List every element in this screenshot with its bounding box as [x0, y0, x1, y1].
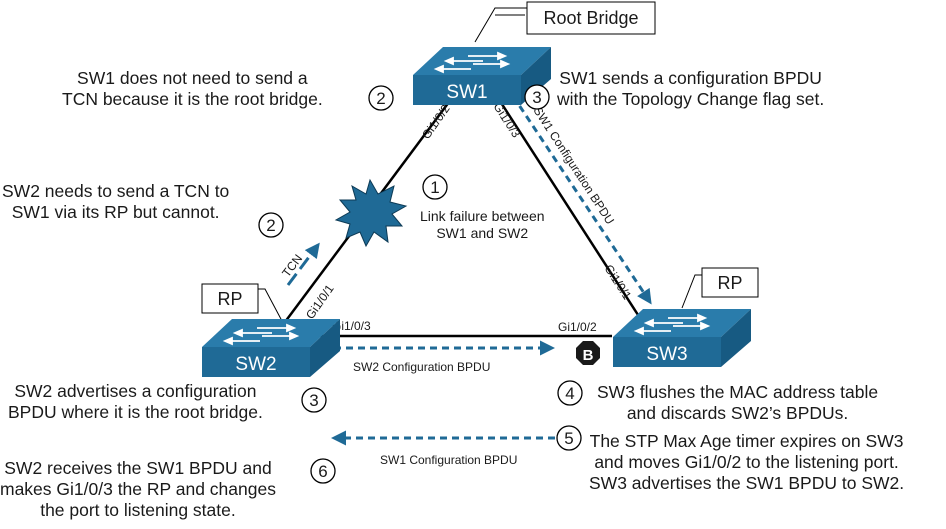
svg-text:2: 2 [376, 89, 385, 108]
port-sw3-gi102: Gi1/0/2 [558, 320, 597, 334]
blocked-badge-label: B [583, 347, 594, 364]
blocked-octagon-icon [576, 341, 600, 365]
step-1-line-1: Link failure between [420, 208, 545, 224]
switch-side [310, 319, 340, 377]
sw1-bpdu-relay-label: SW1 Configuration BPDU [380, 453, 517, 467]
sw3-rp-callout [701, 267, 759, 298]
step-3b-text: SW2 advertises a configuration BPDU wher… [8, 381, 263, 423]
switch-sw1[interactable]: SW1 [413, 47, 551, 105]
blocked-port-badge: B [576, 341, 600, 365]
sw2-rp-callout [201, 283, 259, 314]
sw3-rp-callout-line [681, 274, 702, 309]
step-4-line-2: and discards SW2’s BPDUs. [626, 403, 849, 423]
svg-text:4: 4 [565, 384, 574, 403]
step-3b-line-2: BPDU where it is the root bridge. [8, 402, 263, 422]
sw1-bpdu-arrow [511, 95, 652, 305]
svg-text:1: 1 [430, 178, 439, 197]
step-2a-line-2: TCN because it is the root bridge. [62, 89, 323, 109]
step-badge-6: 6 [310, 458, 336, 484]
svg-text:3: 3 [532, 88, 541, 107]
step-3a-text: SW1 sends a configuration BPDU with the … [557, 68, 824, 110]
step-badge-1: 1 [422, 174, 448, 200]
step-2b-line-2: SW1 via its RP but cannot. [11, 202, 220, 222]
step-6-line-3: the port to listening state. [40, 500, 236, 520]
link-failure-icon [334, 178, 408, 248]
root-bridge-callout [526, 1, 656, 35]
switch-sw3[interactable]: SW3 [613, 309, 751, 367]
step-2a-text: SW1 does not need to send a TCN because … [62, 68, 323, 110]
step-1-line-2: SW1 and SW2 [436, 225, 529, 241]
step-6-line-1: SW2 receives the SW1 BPDU and [4, 458, 272, 478]
step-6-text: SW2 receives the SW1 BPDU and makes Gi1/… [0, 458, 276, 521]
link-sw1-sw3 [496, 97, 642, 319]
switch-sw2[interactable]: SW2 [202, 319, 340, 377]
switch-arrows-icon [633, 313, 711, 336]
sw2-bpdu-label: SW2 Configuration BPDU [353, 360, 490, 374]
switch-label: SW1 [446, 82, 487, 103]
port-sw2-gi101: Gi1/0/1 [303, 282, 337, 322]
sw2-rp-label: RP [217, 289, 242, 309]
step-3b-line-1: SW2 advertises a configuration [14, 381, 257, 401]
step-badge-5: 5 [556, 425, 582, 451]
port-sw2-gi103: Gi1/0/3 [332, 319, 371, 333]
step-6-line-2: makes Gi1/0/3 the RP and changes [0, 479, 276, 499]
step-badge-3a: 3 [524, 84, 550, 110]
step-2a-line-1: SW1 does not need to send a [77, 68, 308, 88]
step-5-line-3: SW3 advertises the SW1 BPDU to SW2. [589, 473, 905, 493]
step-4-line-1: SW3 flushes the MAC address table [597, 382, 879, 402]
step-badge-4: 4 [557, 380, 583, 406]
svg-text:6: 6 [318, 462, 327, 481]
switch-side [721, 309, 751, 367]
sw2-rp-callout-line [258, 288, 283, 322]
switch-arrows-icon [222, 323, 300, 346]
port-sw1-gi102: Gi1/0/2 [419, 102, 453, 142]
switch-label: SW2 [235, 354, 276, 375]
root-bridge-callout-line [474, 7, 527, 43]
switch-label: SW3 [646, 344, 687, 365]
svg-text:2: 2 [266, 216, 275, 235]
step-5-text: The STP Max Age timer expires on SW3 and… [589, 431, 904, 494]
step-5-line-1: The STP Max Age timer expires on SW3 [589, 431, 904, 451]
port-sw3-gi101: Gi1/0/1 [601, 262, 634, 302]
switch-front [613, 337, 721, 367]
port-sw1-gi103: Gi1/0/3 [490, 100, 523, 140]
switch-front [202, 347, 310, 377]
step-4-text: SW3 flushes the MAC address table and di… [597, 382, 878, 424]
step-2b-text: SW2 needs to send a TCN to SW1 via its R… [2, 181, 229, 223]
step-badge-2b: 2 [258, 212, 284, 238]
switch-arrows-icon [433, 51, 511, 74]
sw3-rp-label: RP [717, 273, 742, 293]
svg-text:5: 5 [564, 429, 573, 448]
root-bridge-label: Root Bridge [543, 8, 638, 28]
step-2b-line-1: SW2 needs to send a TCN to [2, 181, 230, 201]
step-badge-3b: 3 [301, 387, 327, 413]
step-1-text: Link failure between SW1 and SW2 [420, 208, 545, 242]
step-badge-2a: 2 [368, 85, 394, 111]
step-3a-line-2: with the Topology Change flag set. [557, 89, 825, 109]
svg-text:3: 3 [309, 391, 318, 410]
step-5-line-2: and moves Gi1/0/2 to the listening port. [594, 452, 899, 472]
tcn-arrow [286, 242, 320, 286]
switch-front [413, 75, 521, 105]
step-3a-line-1: SW1 sends a configuration BPDU [559, 68, 822, 88]
